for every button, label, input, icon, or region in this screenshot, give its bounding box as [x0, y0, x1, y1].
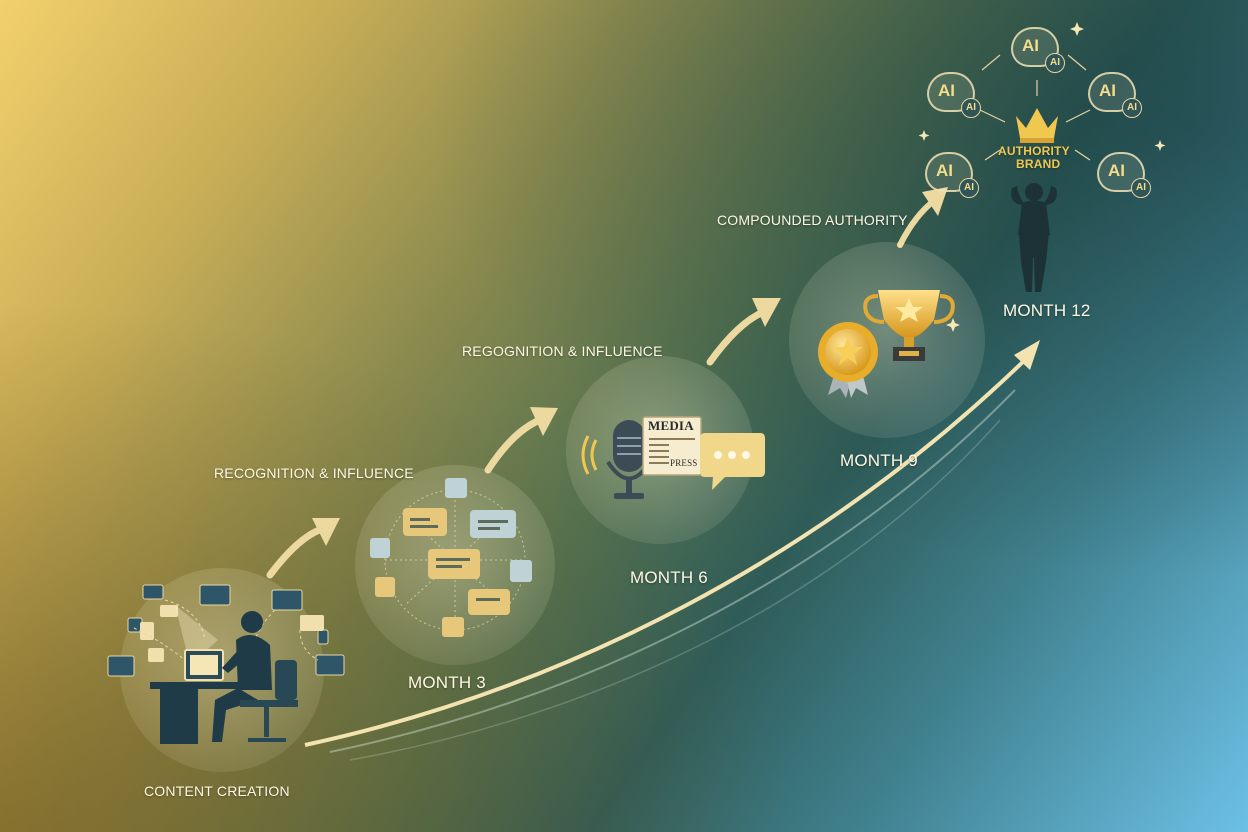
stage-arrow-4: [897, 187, 948, 248]
month-9-label: MONTH 9: [840, 451, 918, 470]
ai-node-label: AI: [938, 81, 955, 100]
ai-network-links: [979, 54, 1091, 161]
stage4-caption: COMPOUNDED AUTHORITY: [717, 212, 908, 228]
ai-brain-node-upper-right: AI AI: [1088, 72, 1142, 118]
newspaper-stamp: PRESS: [670, 458, 698, 468]
ai-brain-node-lower-right: AI AI: [1097, 152, 1151, 198]
ai-node-label: AI: [936, 161, 953, 180]
content-creation-label: CONTENT CREATION: [144, 783, 290, 799]
authority-brand-line1: AUTHORITY: [998, 144, 1070, 158]
stage-arrow-2: [484, 407, 558, 474]
ai-node-badge: AI: [959, 178, 979, 198]
month-3-label: MONTH 3: [408, 673, 486, 692]
medal-icon: [818, 322, 878, 398]
speech-bubble-icon: [700, 433, 765, 490]
crown-icon: [1016, 108, 1058, 143]
growth-curve-faint: [329, 389, 1016, 753]
growth-curve: [304, 353, 1032, 747]
ai-node-label: AI: [1108, 161, 1125, 180]
month-12-label: MONTH 12: [1003, 301, 1091, 320]
ai-brain-node-lower-left: AI AI: [925, 152, 979, 198]
strong-figure-icon: [1011, 183, 1057, 292]
ai-node-badge: AI: [961, 98, 981, 118]
person-at-desk-icon: [150, 605, 298, 744]
month-6-label: MONTH 6: [630, 568, 708, 587]
authority-brand-line2: BRAND: [1016, 157, 1061, 171]
brain-icon: [927, 72, 975, 112]
ai-brain-node-upper-left: AI AI: [927, 72, 981, 118]
ai-node-badge: AI: [1122, 98, 1142, 118]
ai-brain-node-top: AI AI: [1011, 27, 1065, 73]
trophy-icon: [863, 290, 955, 361]
growth-curve-faint-2: [349, 419, 1001, 761]
month-9-circle: [789, 242, 985, 438]
microphone-icon: [581, 420, 718, 499]
chat-network-icon: [370, 478, 532, 637]
ai-node-label: AI: [1099, 81, 1116, 100]
ai-node-label: AI: [1022, 36, 1039, 55]
newspaper-title: MEDIA: [648, 418, 694, 433]
stage-arrow-1: [266, 518, 340, 579]
ai-node-badge: AI: [1131, 178, 1151, 198]
growth-curve-arrowhead: [1014, 340, 1040, 370]
stage2-caption: REGOGNITION & INFLUENCE: [462, 343, 663, 359]
stage-arrow-3: [706, 298, 781, 366]
stage1-caption: RECOGNITION & INFLUENCE: [214, 465, 414, 481]
ai-node-badge: AI: [1045, 53, 1065, 73]
content-cards-icon: [107, 584, 345, 677]
sparkle-icons: [918, 22, 1166, 332]
